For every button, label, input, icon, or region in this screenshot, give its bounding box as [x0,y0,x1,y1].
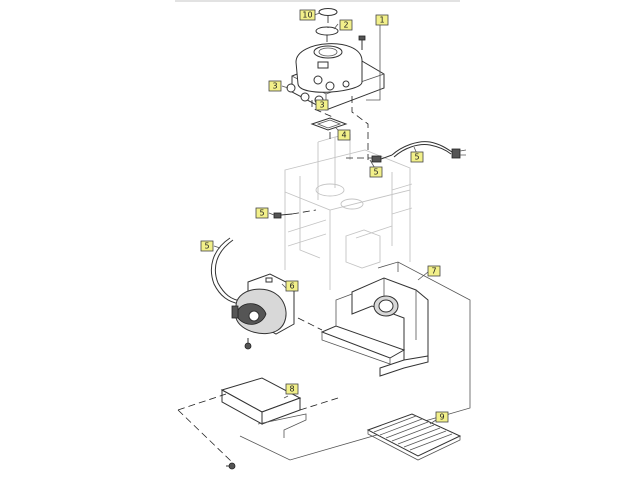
base-panel-part [220,377,307,438]
callout-2: 2 [339,19,353,31]
callout-box [315,99,329,111]
callout-label: 7 [431,267,436,276]
callout-box [427,265,441,277]
callout-box [285,383,299,395]
callout-5: 5 [255,207,269,219]
fan-dash-line [297,317,323,331]
top-housing-part [291,43,385,111]
callout-4: 4 [337,129,351,141]
callout-label: 5 [259,209,264,218]
callout-label: 4 [341,131,346,140]
callout-5: 5 [410,151,424,163]
sensor-cable-part [371,141,467,163]
base-dash-line [177,393,339,463]
base-screw [226,462,236,470]
leader-lines [213,12,437,425]
callout-box [200,240,214,252]
callout-label: 9 [439,413,444,422]
blower-fan-part [231,273,298,335]
callout-10: 10 [299,9,316,21]
bracket-outline-box [239,261,471,461]
callout-label: 8 [289,385,294,394]
background-unit-outline [284,133,413,290]
gasket-plate-part [310,117,348,131]
callout-label: 1 [379,16,384,25]
callout-3: 3 [268,80,282,92]
callout-box [410,151,424,163]
callout-3: 3 [315,99,329,111]
callout-box [375,14,389,26]
callout-label: 5 [414,153,419,162]
hose-part-inner [214,239,243,302]
bolt-dash-line [291,209,317,215]
hose-part [210,237,241,305]
callout-7: 7 [427,265,441,277]
callout-box [299,9,316,21]
fan-screw [244,338,252,350]
callout-label: 5 [204,242,209,251]
gasket-ring-part [318,8,338,16]
callout-label: 3 [272,82,277,91]
callout-box [339,19,353,31]
grate-part [366,413,462,461]
callout-6: 6 [285,280,299,292]
callout-9: 9 [435,411,449,423]
callout-box [268,80,282,92]
callout-5: 5 [200,240,214,252]
callout-label: 10 [302,11,312,20]
assembly-dash-line [326,16,329,46]
callout-1: 1 [375,14,389,26]
callout-label: 2 [343,21,348,30]
callout-box [255,207,269,219]
callout-box [285,280,299,292]
callout-box [369,166,383,178]
callout-box [435,411,449,423]
callout-label: 3 [319,101,324,110]
small-bolt-part [273,212,293,219]
housing-screw [358,35,366,50]
mounting-bracket-part [320,277,429,377]
callout-label: 6 [289,282,294,291]
housing-dash-line [311,96,369,160]
callout-label: 5 [373,168,378,177]
callout-box [337,129,351,141]
callout-5: 5 [369,166,383,178]
callout-8: 8 [285,383,299,395]
